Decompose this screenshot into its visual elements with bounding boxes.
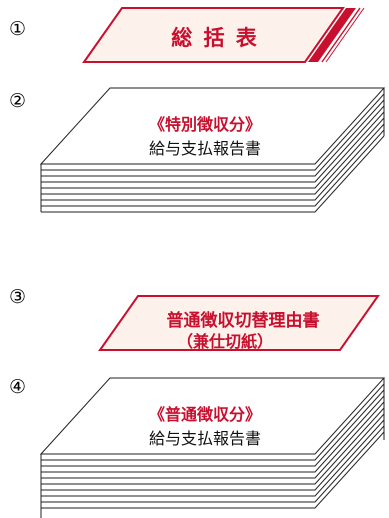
step-number-4: ④ (9, 376, 27, 398)
special-collection-title: 《特別徴収分》 (148, 115, 261, 134)
step-number-3: ③ (9, 286, 27, 308)
step-number-1: ① (9, 18, 27, 40)
summary-sheet-label: 総 括 表 (171, 26, 259, 50)
ordinary-reason-line2: （兼仕切紙） (176, 332, 273, 351)
step-number-2: ② (9, 90, 27, 112)
ordinary-reason-sheet (98, 295, 380, 351)
ordinary-collection-title: 《普通徴収分》 (148, 405, 261, 424)
ordinary-collection-subtitle: 給与支払報告書 (148, 429, 261, 448)
summary-sheet-stripe (308, 8, 356, 62)
ordinary-collection-stack (39, 377, 386, 518)
special-collection-stack (39, 87, 386, 213)
summary-sheet-stripe-line (321, 7, 361, 63)
special-collection-subtitle: 給与支払報告書 (148, 139, 261, 158)
summary-sheet-stripe-line (325, 7, 365, 63)
summary-sheet (82, 7, 365, 63)
ordinary-reason-line1: 普通徴収切替理由書 (166, 311, 320, 331)
